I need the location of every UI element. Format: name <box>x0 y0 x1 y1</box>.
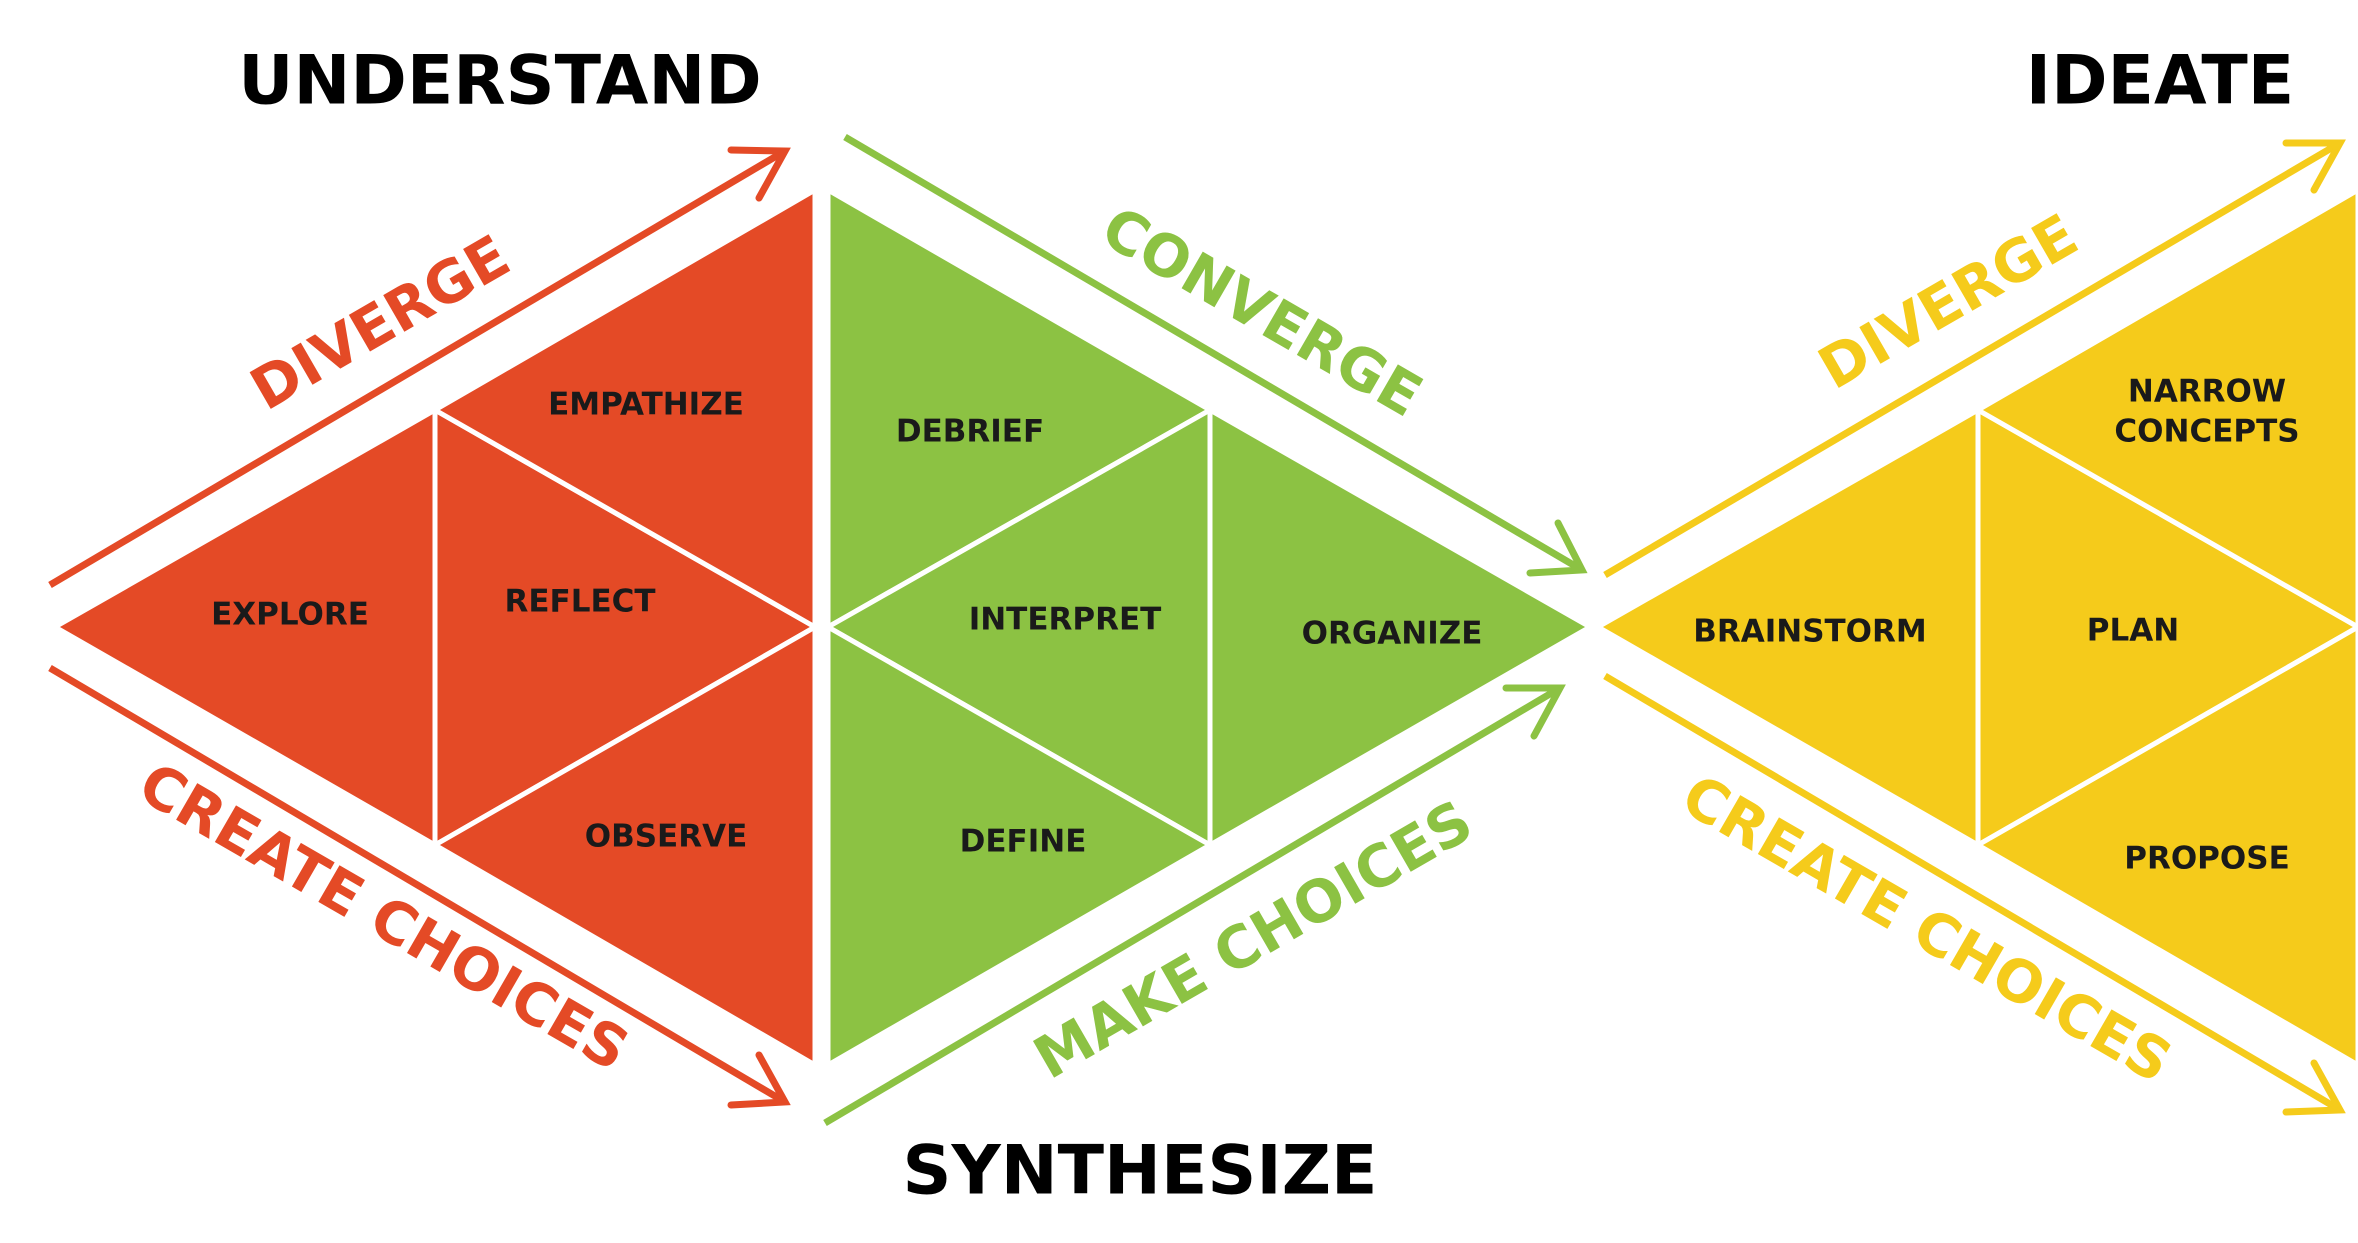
observe-triangle <box>429 622 818 1070</box>
step-organize: ORGANIZE <box>1302 616 1483 652</box>
ideate-diverge-arrowhead-icon <box>2282 139 2346 194</box>
ideate-phase: BRAINSTORM PLAN NARROW CONCEPTS PROPOSE … <box>1592 42 2358 1116</box>
step-empathize: EMPATHIZE <box>548 387 744 423</box>
ideate-diverge-arrow-line <box>1603 139 2342 579</box>
understand-diverge-arrow-line <box>48 147 787 589</box>
synthesize-make-choices-arrow-line <box>823 684 1562 1127</box>
narrow-concepts-triangle <box>1972 187 2358 630</box>
understand-create-choices-arrow-line <box>48 664 787 1106</box>
ideate-create-choices-arrowhead-icon <box>2282 1059 2346 1116</box>
step-debrief: DEBRIEF <box>896 414 1044 450</box>
step-brainstorm: BRAINSTORM <box>1693 614 1927 650</box>
organize-triangle <box>1207 405 1596 850</box>
understand-diverge-arrowhead-icon <box>727 146 791 202</box>
step-narrow-concepts-line2: CONCEPTS <box>2114 414 2299 450</box>
step-define: DEFINE <box>960 824 1087 860</box>
step-observe: OBSERVE <box>585 819 748 855</box>
synthesize-title: SYNTHESIZE <box>903 1132 1378 1211</box>
empathize-triangle <box>429 185 818 632</box>
define-triangle <box>825 622 1216 1070</box>
step-narrow-concepts-line1: NARROW <box>2128 374 2286 410</box>
step-explore: EXPLORE <box>211 597 369 633</box>
synthesize-converge-arrow-line <box>843 133 1584 574</box>
synthesize-make-choices-arrowhead-icon <box>1502 684 1566 740</box>
propose-triangle <box>1972 624 2358 1068</box>
synthesize-converge-arrowhead-icon <box>1526 519 1588 577</box>
ideate-title: IDEATE <box>2026 42 2294 121</box>
understand-title: UNDERSTAND <box>238 42 761 121</box>
step-reflect: REFLECT <box>504 584 655 620</box>
step-plan: PLAN <box>2087 613 2179 649</box>
step-propose: PROPOSE <box>2124 841 2290 877</box>
synthesize-phase: DEBRIEF INTERPRET ORGANIZE DEFINE CONVER… <box>822 133 1596 1211</box>
understand-phase: EXPLORE REFLECT EMPATHIZE OBSERVE DIVERG… <box>48 42 821 1109</box>
understand-create-choices-arrowhead-icon <box>727 1051 791 1109</box>
ideate-create-choices-arrow-line <box>1603 672 2342 1114</box>
step-interpret: INTERPRET <box>969 602 1162 638</box>
